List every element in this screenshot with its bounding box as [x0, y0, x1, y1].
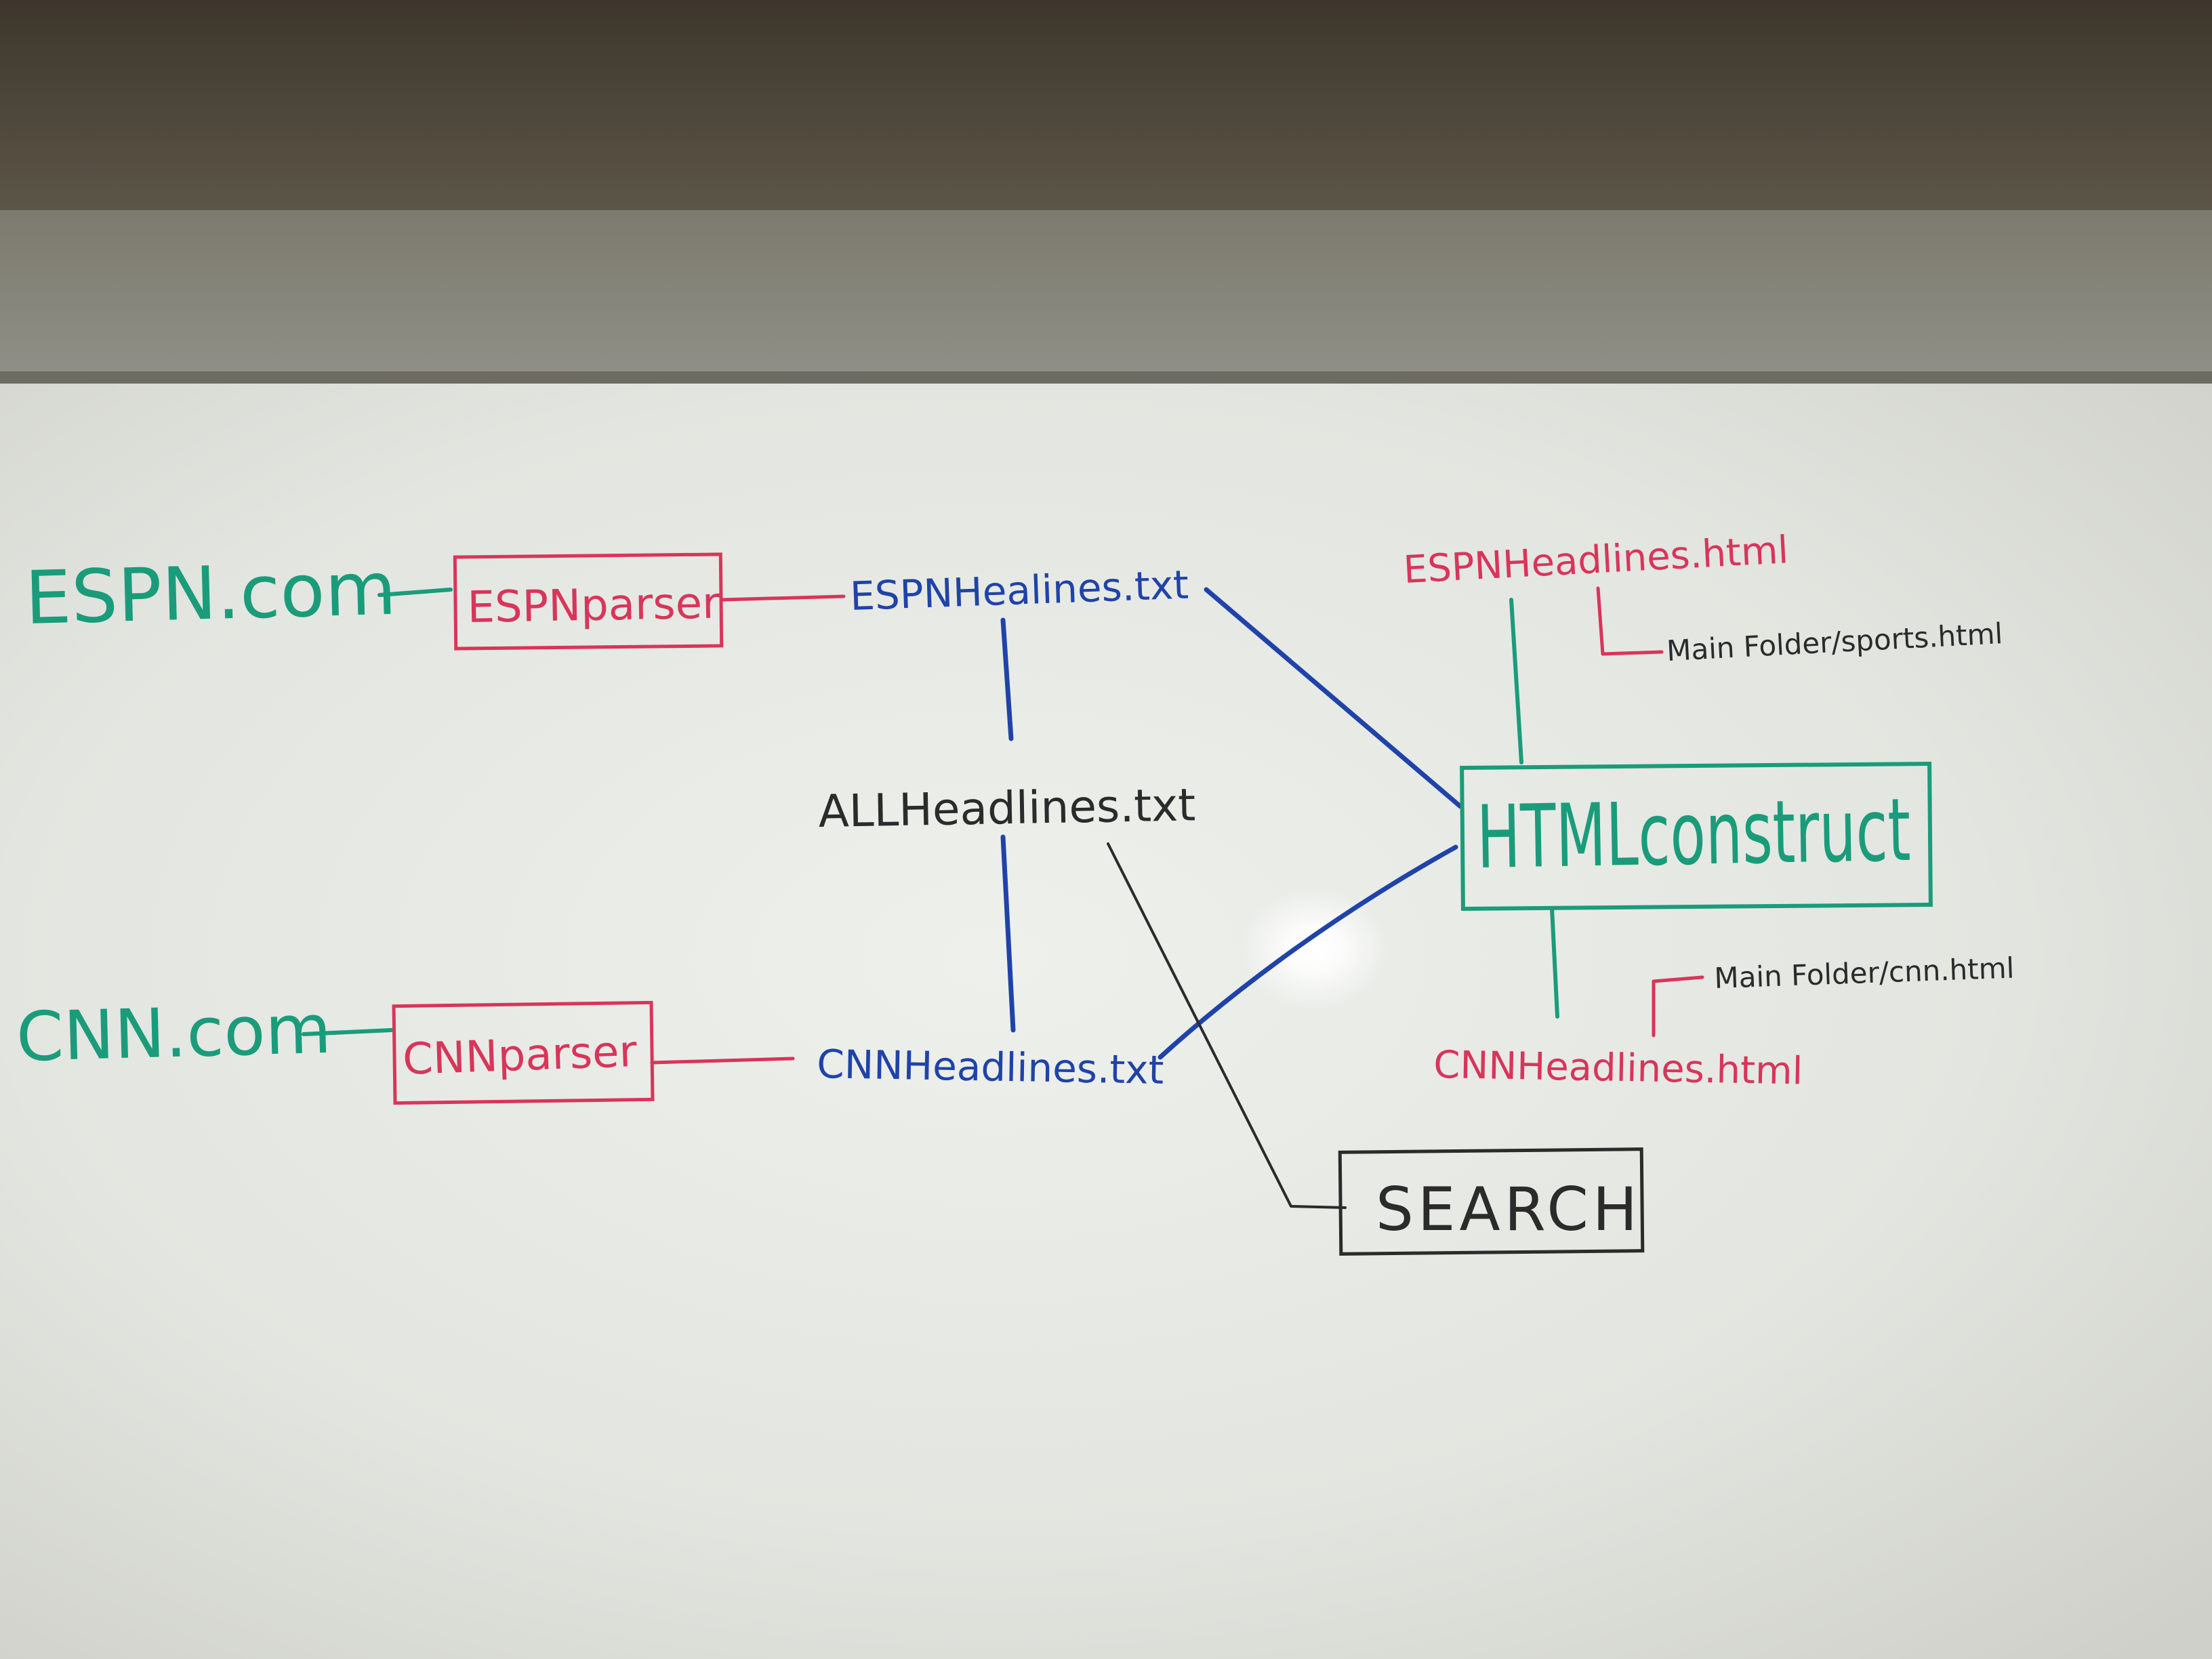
connector-html-espn-html [1509, 598, 1523, 764]
search-label: SEARCH [1376, 1174, 1641, 1244]
connector-espn-txt-all [1000, 617, 1014, 741]
light-glare [1240, 888, 1389, 1010]
cnn-parser-label: CNNparser [402, 1027, 638, 1085]
connector-html-cnn-html [1550, 906, 1559, 1019]
cnn-parser-box [392, 1000, 655, 1105]
espn-parser-label: ESPNparser [467, 578, 721, 633]
cnn-source-label: CNN.com [16, 989, 333, 1077]
search-box [1338, 1147, 1645, 1256]
cnn-html-label: CNNHeadlines.html [1433, 1043, 1803, 1094]
cnn-txt-label: CNNHeadlines.txt [817, 1041, 1164, 1093]
connector-all-cnn-txt [1000, 834, 1016, 1033]
espn-parser-box [453, 552, 724, 651]
connector-cnn-source-parser [302, 1028, 394, 1036]
connector-cnn-parser-txt [650, 1057, 795, 1065]
all-txt-label: ALLHeadlines.txt [818, 779, 1196, 838]
connector-all-search [1107, 842, 1347, 1209]
connector-cnn-html-path [1652, 975, 1704, 1038]
connector-cnn-txt-html [1158, 844, 1458, 1060]
connector-espn-html-path [1596, 586, 1664, 656]
connector-espn-txt-html [1204, 587, 1463, 809]
board-frame [0, 210, 2212, 380]
wall [0, 0, 2212, 217]
connector-espn-parser-txt [720, 594, 846, 602]
board-surface [0, 384, 2212, 1659]
connector-espn-source-parser [377, 588, 453, 597]
html-construct-label: HTMLconstruct [1476, 780, 1912, 888]
espn-source-label: ESPN.com [24, 547, 397, 641]
html-construct-box [1460, 761, 1933, 912]
